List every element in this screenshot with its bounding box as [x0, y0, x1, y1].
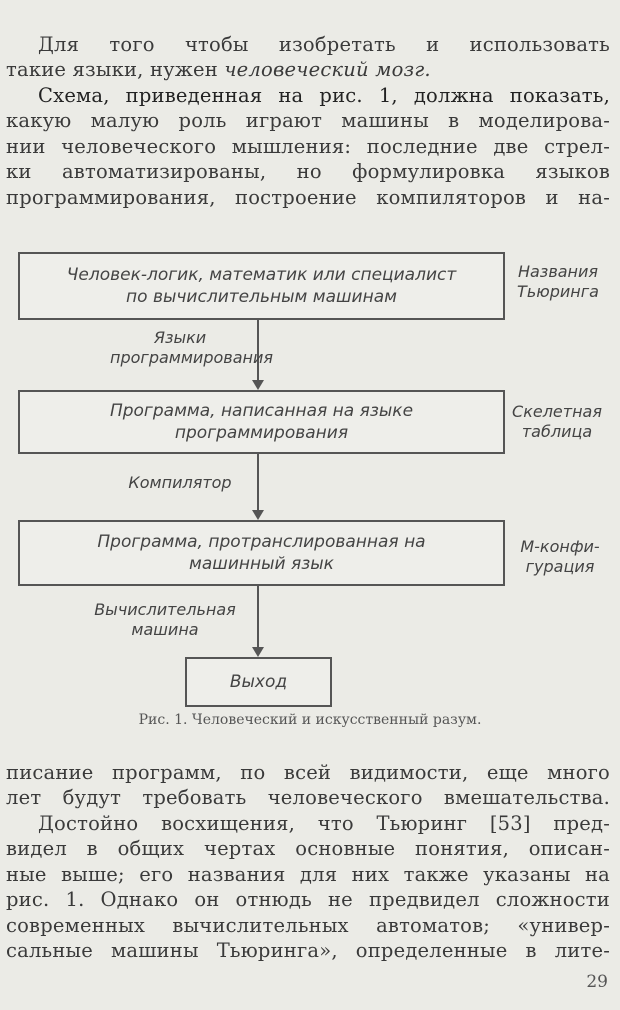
text-line: ные выше; его названия для них также ука… [6, 863, 610, 886]
text-line: писание программ, по всей видимости, еще… [6, 761, 610, 784]
label-text: машина [131, 620, 199, 639]
text-line: Достойно восхищения, что Тьюринг [53] пр… [38, 812, 610, 835]
text-line: Схема, приведенная на рис. 1, должна пок… [38, 84, 610, 107]
text-line: Для того чтобы изобретать и использовать [38, 33, 610, 56]
label-text: программирования [110, 348, 273, 367]
label-text: гурация [525, 557, 595, 576]
box-program: Программа, написанная на языке программи… [18, 390, 505, 454]
arrow [252, 452, 264, 520]
text-span: такие языки, нужен [6, 58, 225, 81]
label-text: Вычислительная [94, 600, 236, 619]
label-text: таблица [521, 422, 593, 441]
text-line: какую малую роль играют машины в моделир… [6, 109, 610, 132]
box-text: Человек-логик, математик или специалист [66, 265, 457, 285]
text-line: сальные машины Тьюринга», определенные в… [6, 939, 610, 962]
arrow-label: Компилятор [128, 473, 232, 492]
box-output: Выход [185, 657, 332, 707]
box-text: Программа, написанная на языке [109, 401, 414, 421]
label-text: М-конфи- [520, 537, 600, 556]
label-text: Названия [517, 262, 599, 281]
page-number: 29 [586, 972, 608, 992]
text-line: программирования, построение компиляторо… [6, 186, 610, 209]
box-human: Человек-логик, математик или специалист … [18, 252, 505, 320]
text-line: рис. 1. Однако он отнюдь не предвидел сл… [6, 888, 610, 911]
text-line: такие языки, нужен человеческий мозг. [6, 58, 610, 82]
box-text: Выход [229, 672, 288, 692]
text-line: видел в общих чертах основные понятия, о… [6, 837, 610, 860]
box-text: по вычислительным машинам [126, 287, 397, 307]
arrow [252, 318, 264, 390]
turing-label: М-конфи-гурация [505, 537, 615, 577]
box-text: машинный язык [189, 554, 334, 574]
text-line: нии человеческого мышления: последние дв… [6, 135, 610, 158]
box-translated-program: Программа, протранслированная на машинны… [18, 520, 505, 586]
box-text: программирования [174, 423, 349, 443]
text-line: ки автоматизированы, но формулировка язы… [6, 160, 610, 183]
italic-text: человеческий мозг. [224, 58, 431, 81]
text-line: современных вычислительных автоматов; «у… [6, 914, 610, 937]
label-text: Тьюринга [517, 282, 599, 301]
label-text: Языки [153, 328, 207, 347]
figure-caption: Рис. 1. Человеческий и искусственный раз… [138, 712, 482, 728]
arrow [252, 584, 264, 657]
label-text: Скелетная [512, 402, 602, 421]
text-line: лет будут требовать человеческого вмешат… [6, 786, 610, 809]
box-text: Программа, протранслированная на [97, 532, 426, 552]
